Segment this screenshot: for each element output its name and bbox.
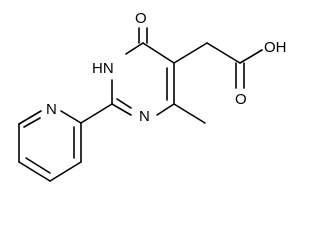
bond-pyr-c5-c4-double bbox=[25, 157, 51, 174]
bond-methyl bbox=[173, 103, 206, 124]
bond-c5-ch2 bbox=[173, 42, 208, 64]
bond-c4-n3 bbox=[156, 103, 175, 116]
bond-ch2-cooh bbox=[206, 42, 241, 64]
bond-n3-c2-double bbox=[116, 98, 132, 109]
pyridine-ring bbox=[18, 103, 113, 182]
bond-c-oh bbox=[239, 49, 263, 64]
bond-pyr-c5-c4 bbox=[18, 161, 51, 182]
bond-n1-c6 bbox=[125, 42, 144, 55]
bond-pyr-n-c6 bbox=[18, 110, 42, 125]
bond-c2-pyr bbox=[80, 103, 113, 124]
atom-label-ring-nitrogen: N bbox=[139, 108, 150, 125]
chemical-structure: O HN N N O OH bbox=[18, 10, 287, 182]
bond-c6-c5 bbox=[142, 42, 175, 64]
bond-n3-c2 bbox=[111, 103, 132, 116]
bond-pyr-c2-n bbox=[60, 110, 82, 124]
atom-label-keto-oxygen: O bbox=[135, 10, 147, 27]
atom-label-carbonyl-oxygen: O bbox=[235, 91, 247, 108]
keto-group bbox=[138, 27, 148, 44]
pyrimidinone-ring bbox=[111, 42, 175, 116]
bond-pyr-c4-c3 bbox=[49, 161, 82, 182]
acetic-acid-group bbox=[173, 42, 263, 89]
bond-pyr-n-c6-double bbox=[23, 117, 41, 128]
atom-label-hydroxyl: OH bbox=[264, 39, 287, 56]
atom-label-nh: HN bbox=[92, 60, 114, 77]
atom-label-pyridine-nitrogen: N bbox=[46, 101, 57, 118]
